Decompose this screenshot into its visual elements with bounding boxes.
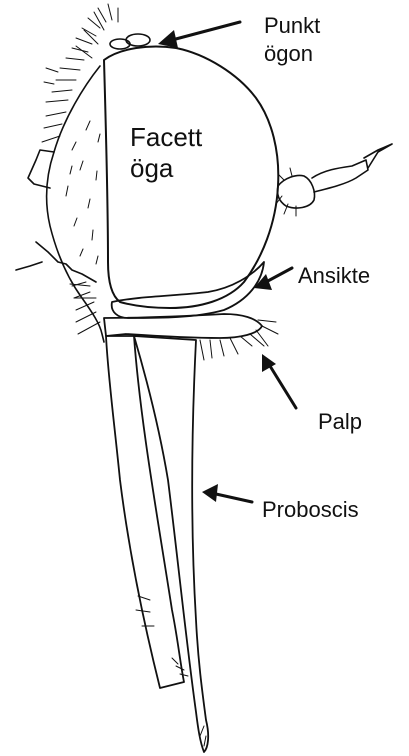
- arrow-proboscis: [216, 494, 252, 502]
- label-face: Ansikte: [298, 262, 370, 290]
- proboscis-labrum: [134, 336, 208, 752]
- label-palp: Palp: [318, 408, 362, 436]
- arrow-palp-head: [262, 354, 276, 372]
- antenna-pedicel: [312, 160, 368, 192]
- arrow-ocelli: [172, 22, 240, 40]
- ocellus-left: [110, 39, 130, 49]
- palp-bristles: [200, 320, 278, 360]
- label-ocelli: Punkt ögon: [264, 12, 320, 67]
- palp: [104, 314, 262, 338]
- gena-texture: [66, 121, 100, 264]
- head-capsule-outline: [47, 66, 104, 342]
- label-compound-eye: Facett öga: [130, 122, 202, 184]
- antenna-scape: [277, 175, 314, 208]
- pointer-arrows: [158, 22, 296, 502]
- face: [112, 262, 264, 318]
- antenna: [276, 144, 392, 216]
- ocellus-right: [126, 34, 150, 46]
- arrow-ocelli-head: [158, 30, 178, 48]
- arrow-palp: [270, 366, 296, 408]
- neck-line-2: [16, 262, 42, 270]
- arrow-face: [266, 268, 292, 282]
- label-proboscis: Proboscis: [262, 496, 359, 524]
- neck-line: [36, 242, 96, 282]
- antenna-arista: [364, 144, 392, 168]
- arrow-proboscis-head: [202, 484, 218, 502]
